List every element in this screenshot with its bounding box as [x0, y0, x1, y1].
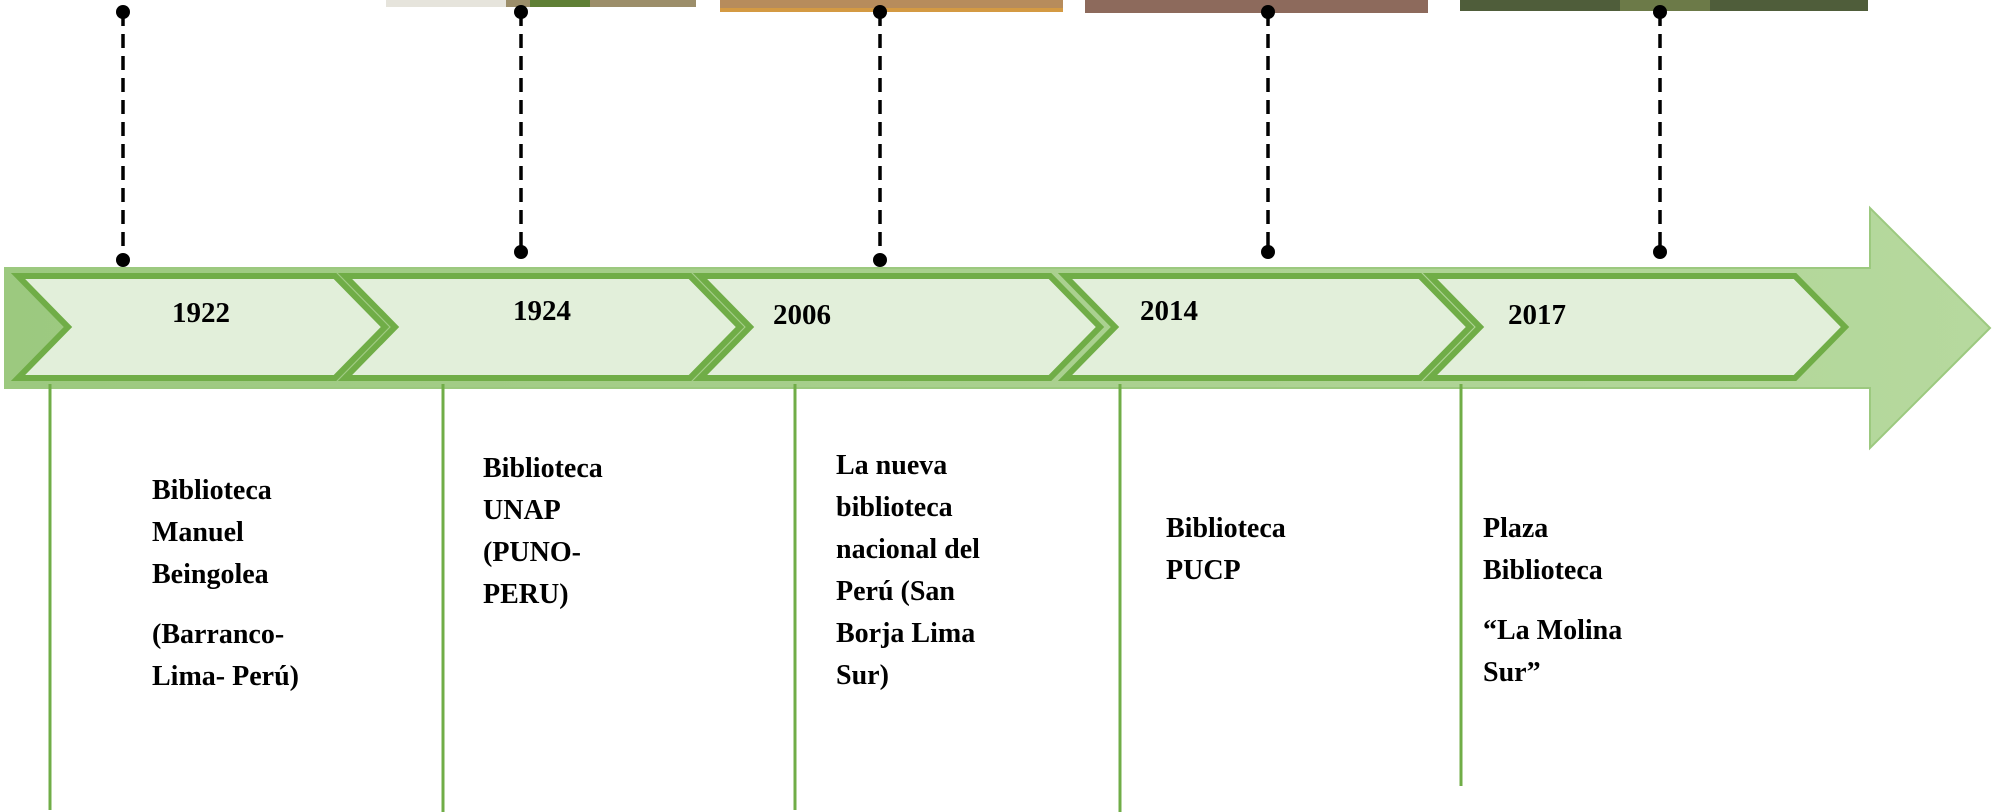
year-label-2006: 2006: [773, 299, 831, 331]
chevron-group: [10, 273, 1850, 381]
pin-1924: [514, 5, 528, 259]
description-line: Perú (San: [836, 576, 955, 607]
chevron-1922: [10, 273, 390, 381]
year-label-1922: 1922: [172, 297, 230, 329]
description-line: Sur”: [1483, 657, 1541, 688]
pin-2017: [1653, 5, 1667, 259]
description-line: Biblioteca: [483, 453, 603, 484]
description-line: Lima- Perú): [152, 661, 299, 692]
paragraph-gap: [152, 596, 299, 614]
pin-group: [116, 5, 1667, 267]
description-line: PUCP: [1166, 555, 1241, 586]
description-line: PERU): [483, 579, 569, 610]
chevron-2017: [1422, 273, 1850, 381]
description-line: Biblioteca: [1483, 555, 1603, 586]
pin-2014: [1261, 5, 1275, 259]
year-label-2017: 2017: [1508, 299, 1566, 331]
pin-1922: [116, 5, 130, 267]
description-line: Biblioteca: [152, 475, 272, 506]
description-line: (PUNO-: [483, 537, 581, 568]
chevron-2014: [1057, 273, 1475, 381]
description-line: “La Molina: [1483, 615, 1623, 646]
description-line: Beingolea: [152, 559, 269, 590]
year-label-2014: 2014: [1140, 295, 1198, 327]
description-line: (Barranco-: [152, 619, 285, 650]
photo-strip: [386, 0, 1868, 13]
chevron-2006: [692, 273, 1105, 381]
description-line: Sur): [836, 660, 889, 691]
chevron-1924: [337, 273, 745, 381]
connector-group: [48, 384, 1463, 812]
description-line: nacional del: [836, 534, 980, 565]
description-line: Biblioteca: [1166, 513, 1286, 544]
photo-2014: [1085, 0, 1428, 13]
description-line: La nueva: [836, 450, 948, 481]
paragraph-gap: [1483, 592, 1622, 610]
year-label-1924: 1924: [513, 295, 571, 327]
description-line: Manuel: [152, 517, 244, 548]
description-line: Borja Lima: [836, 618, 976, 649]
year-label-group: 1922 1924 2006 2014 2017: [172, 295, 1566, 331]
description-line: UNAP: [483, 495, 561, 526]
description-line: biblioteca: [836, 492, 953, 523]
description-line: Plaza: [1483, 513, 1549, 544]
pin-2006: [873, 5, 887, 267]
